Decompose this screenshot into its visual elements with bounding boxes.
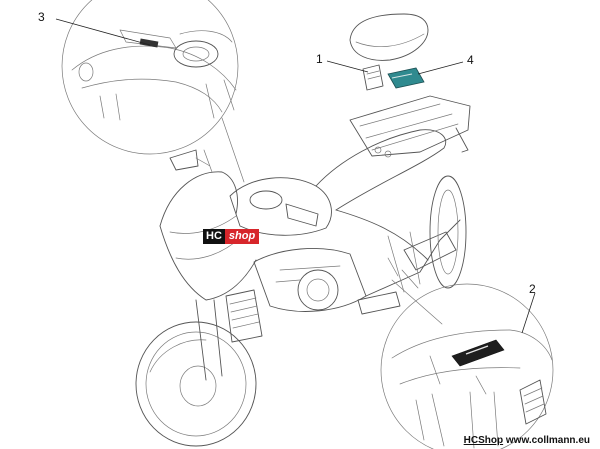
callout-4: 4	[467, 53, 474, 67]
detail-circle-2	[380, 283, 554, 449]
hcshop-logo: HC shop	[203, 229, 260, 244]
footer-brand: HCShop	[463, 435, 504, 446]
logo-hc-text: HC	[203, 229, 225, 244]
detail-circle-3	[55, 0, 239, 155]
footer-url: www.collmann.eu	[505, 435, 590, 446]
callout-2: 2	[529, 282, 536, 296]
seat-part	[349, 13, 429, 61]
part-1-booklet	[326, 60, 384, 91]
logo-shop-text: shop	[224, 229, 260, 244]
callout-3: 3	[38, 10, 45, 24]
callout-1: 1	[316, 52, 323, 66]
footer-watermark: HCShop www.collmann.eu	[464, 435, 590, 446]
motorcycle-body	[135, 95, 471, 447]
part-4-kit	[387, 61, 464, 89]
